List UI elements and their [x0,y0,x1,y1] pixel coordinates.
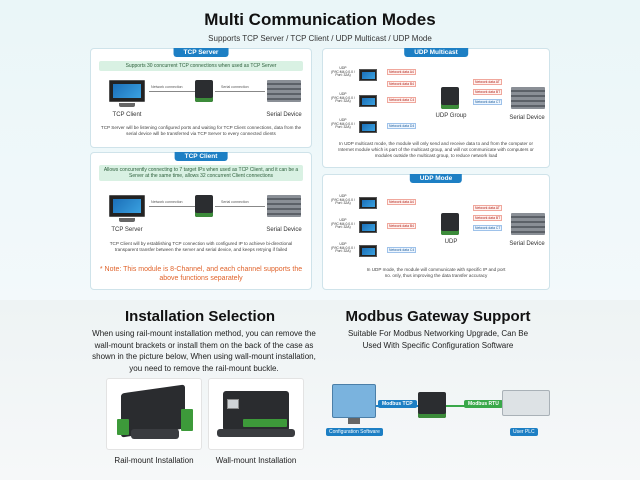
udp-client-ip: UDP (P/IC:M4.0.0.0 / Port: 32A) [331,194,355,206]
serial-device-label: Serial Device [266,227,302,233]
udp-device [441,213,459,235]
network-data-tag: Network data B4 [387,81,417,87]
udp-label: UDP [444,239,458,245]
udp-group-label: UDP Group [435,113,467,119]
pc-monitor-icon [359,121,377,133]
network-data-tag: Network data A4 [387,69,416,75]
monitor-stand [119,103,135,107]
configuration-software-screen [332,384,376,418]
wall-mount-label: Wall-mount Installation [215,456,297,465]
rail-bracket [131,429,179,439]
network-data-tag: Network data AT [473,79,502,85]
installation-text: When using rail-mount installation metho… [92,329,316,373]
serial-device-icon [267,195,301,217]
modbus-title: Modbus Gateway Support [345,308,531,325]
serial-device-icon [511,87,545,109]
gateway-device [418,392,446,418]
tcp-client-label: TCP Client [112,112,142,118]
udp-client-ip: UDP (P/IC:M4.0.0.0 / Port: 32A) [331,66,355,78]
network-connection-line [149,206,195,207]
serial-connection-line [215,206,265,207]
serial-connection-line [215,91,265,92]
terminal-block [181,409,193,431]
pc-monitor-icon [359,245,377,257]
udp-mode-tab: UDP Mode [409,174,463,183]
pc-monitor-icon [109,195,145,217]
udp-mode-description: In UDP mode, the module will communicate… [366,267,506,279]
modbus-rtu-label: Modbus RTU [464,400,503,408]
udp-mode-card: UDP Mode UDP (P/IC:M4.0.0.0 / Port: 32A)… [322,174,550,290]
terminal-block [117,419,129,435]
modbus-text: Suitable For Modbus Networking Upgrade, … [347,329,529,350]
network-data-tag: Network data CT [473,99,503,105]
udp-multicast-card: UDP Multicast UDP (P/IC:M4.0.0.0 / Port:… [322,48,550,168]
channel-note: * Note: This module is 8-Channel, and ea… [99,266,303,283]
rail-mount-label: Rail-mount Installation [114,456,194,465]
monitor-stand [348,418,360,424]
network-data-tag: Network data BT [473,215,503,221]
udp-client-ip: UDP (P/IC:M4.0.0.0 / Port: 32A) [331,92,355,104]
tcp-server-banner: Supports 30 concurrent TCP connections w… [99,61,303,71]
page-subtitle: Supports TCP Server / TCP Client / UDP M… [208,34,432,43]
pc-monitor-icon [359,95,377,107]
serial-server-device [195,80,213,102]
network-connection-label: Network connection [151,85,183,89]
serial-server-device [195,195,213,217]
serial-device-icon [511,213,545,235]
tcp-server-tab: TCP Server [173,48,229,57]
tcp-client-tab: TCP Client [174,152,228,161]
monitor-stand [119,218,135,222]
tcp-server-label: TCP Server [111,227,143,233]
page-title: Multi Communication Modes [204,10,436,29]
network-data-tag: Network data C4 [387,97,417,103]
network-data-tag: Network data AT [473,205,502,211]
terminal-block [243,419,287,427]
udp-client-ip: UDP (P/IC:M4.0.0.0 / Port: 32A) [331,218,355,230]
rail-mount-photo [106,378,202,450]
udp-group-device [441,87,459,109]
communication-modes-section: Multi Communication Modes Supports TCP S… [0,0,640,300]
pc-monitor-icon [109,80,145,102]
pc-monitor-icon [359,69,377,81]
configuration-software-label: Configuration Software [326,428,383,436]
serial-connection-label: Serial connection [221,85,249,89]
user-plc-icon [502,390,550,416]
network-connection-line [149,91,195,92]
pc-monitor-icon [359,197,377,209]
tcp-client-description: TCP Client will by establishing TCP conn… [109,241,293,253]
udp-client-ip: UDP (P/IC:M4.0.0.0 / Port: 32A) [331,118,355,130]
bottom-section: Installation Selection When using rail-m… [0,300,640,480]
network-data-tag: Network data A4 [387,199,416,205]
network-data-tag: Network data B4 [387,223,417,229]
network-data-tag: Network data BT [473,89,503,95]
pc-monitor-icon [359,221,377,233]
tcp-client-card: TCP Client Allows concurrently connectin… [90,152,312,290]
tcp-server-card: TCP Server Supports 30 concurrent TCP co… [90,48,312,148]
wall-bracket [217,429,295,437]
serial-device-label: Serial Device [266,112,302,118]
installation-title: Installation Selection [124,308,276,325]
modbus-tcp-label: Modbus TCP [378,400,417,408]
wall-mount-photo [208,378,304,450]
udp-client-ip: UDP (P/IC:M4.0.0.0 / Port: 32A) [331,242,355,254]
network-data-tag: Network data C4 [387,247,417,253]
user-plc-label: User PLC [510,428,538,436]
network-data-tag: Network data D4 [387,123,417,129]
ethernet-port [227,399,239,409]
network-data-tag: Network data CT [473,225,503,231]
serial-connection-label: Serial connection [221,200,249,204]
serial-device-label: Serial Device [509,115,545,121]
serial-device-icon [267,80,301,102]
serial-device-label: Serial Device [509,241,545,247]
network-connection-label: Network connection [151,200,183,204]
tcp-client-banner: Allows concurrently connecting to 7 targ… [99,165,303,181]
tcp-server-description: TCP Server will be listening configured … [100,125,302,137]
udp-multicast-description: In UDP multicast mode, the module will o… [338,141,534,159]
udp-multicast-tab: UDP Multicast [404,48,468,57]
